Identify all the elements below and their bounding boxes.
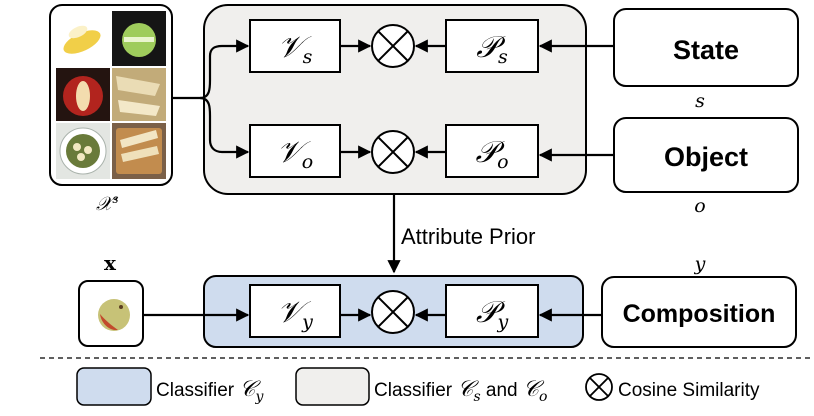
image-to-object-visual-arrow [199,96,250,159]
svg-text:Object: Object [664,142,748,172]
state-visual-module: 𝒱s [249,19,341,73]
state-cosine-operator [371,24,415,68]
attribute-prior-label: Attribute Prior [401,224,536,249]
composition-input-box: Composition [601,276,797,348]
sliced-banana-thumbnail [56,11,110,66]
sliced-apple-thumbnail [112,11,166,66]
svg-text:Classifier 𝒞s and 𝒞o: Classifier 𝒞s and 𝒞o [374,377,547,405]
legend-composition-classifier: Classifier 𝒞y [76,367,264,406]
svg-text:State: State [673,35,739,65]
composition-symbol: y [694,253,706,275]
support-set-label: 𝒳s [96,192,119,215]
query-image-panel [78,280,144,347]
object-symbol: o [694,195,705,217]
comp-visual-module: 𝒱y [249,284,341,338]
legend-primitive-classifier: Classifier 𝒞s and 𝒞o [295,367,547,406]
svg-text:Cosine Similarity: Cosine Similarity [618,380,760,401]
upper-edges [173,39,613,162]
banana-toast-thumbnail [112,123,166,179]
object-cosine-operator [371,130,415,174]
svg-text:Classifier 𝒞y: Classifier 𝒞y [156,377,264,405]
image-to-state-visual-arrow [173,39,250,100]
object-prompt-module: 𝒫o [445,124,539,178]
cosine-operator-icon [585,373,613,401]
query-image-label: x [104,251,117,275]
legend-cosine-similarity: Cosine Similarity [585,373,760,401]
comp-cosine-operator [371,290,415,334]
support-set-panel [49,4,173,186]
state-prompt-module: 𝒫s [445,19,539,73]
object-visual-module: 𝒱o [249,124,341,178]
svg-text:Composition: Composition [623,300,776,328]
svg-text:𝒫o: 𝒫o [475,135,508,173]
state-symbol: s [695,90,705,112]
state-input-box: State [613,8,799,87]
comp-prompt-module: 𝒫y [445,284,539,338]
legend: Classifier 𝒞y Classifier 𝒞s and 𝒞o Cosin… [76,367,760,406]
peeled-apple-thumbnail [112,68,166,121]
banana-soup-thumbnail [56,123,110,179]
object-input-box: Object [613,117,799,193]
cut-apple-thumbnail [56,68,110,121]
